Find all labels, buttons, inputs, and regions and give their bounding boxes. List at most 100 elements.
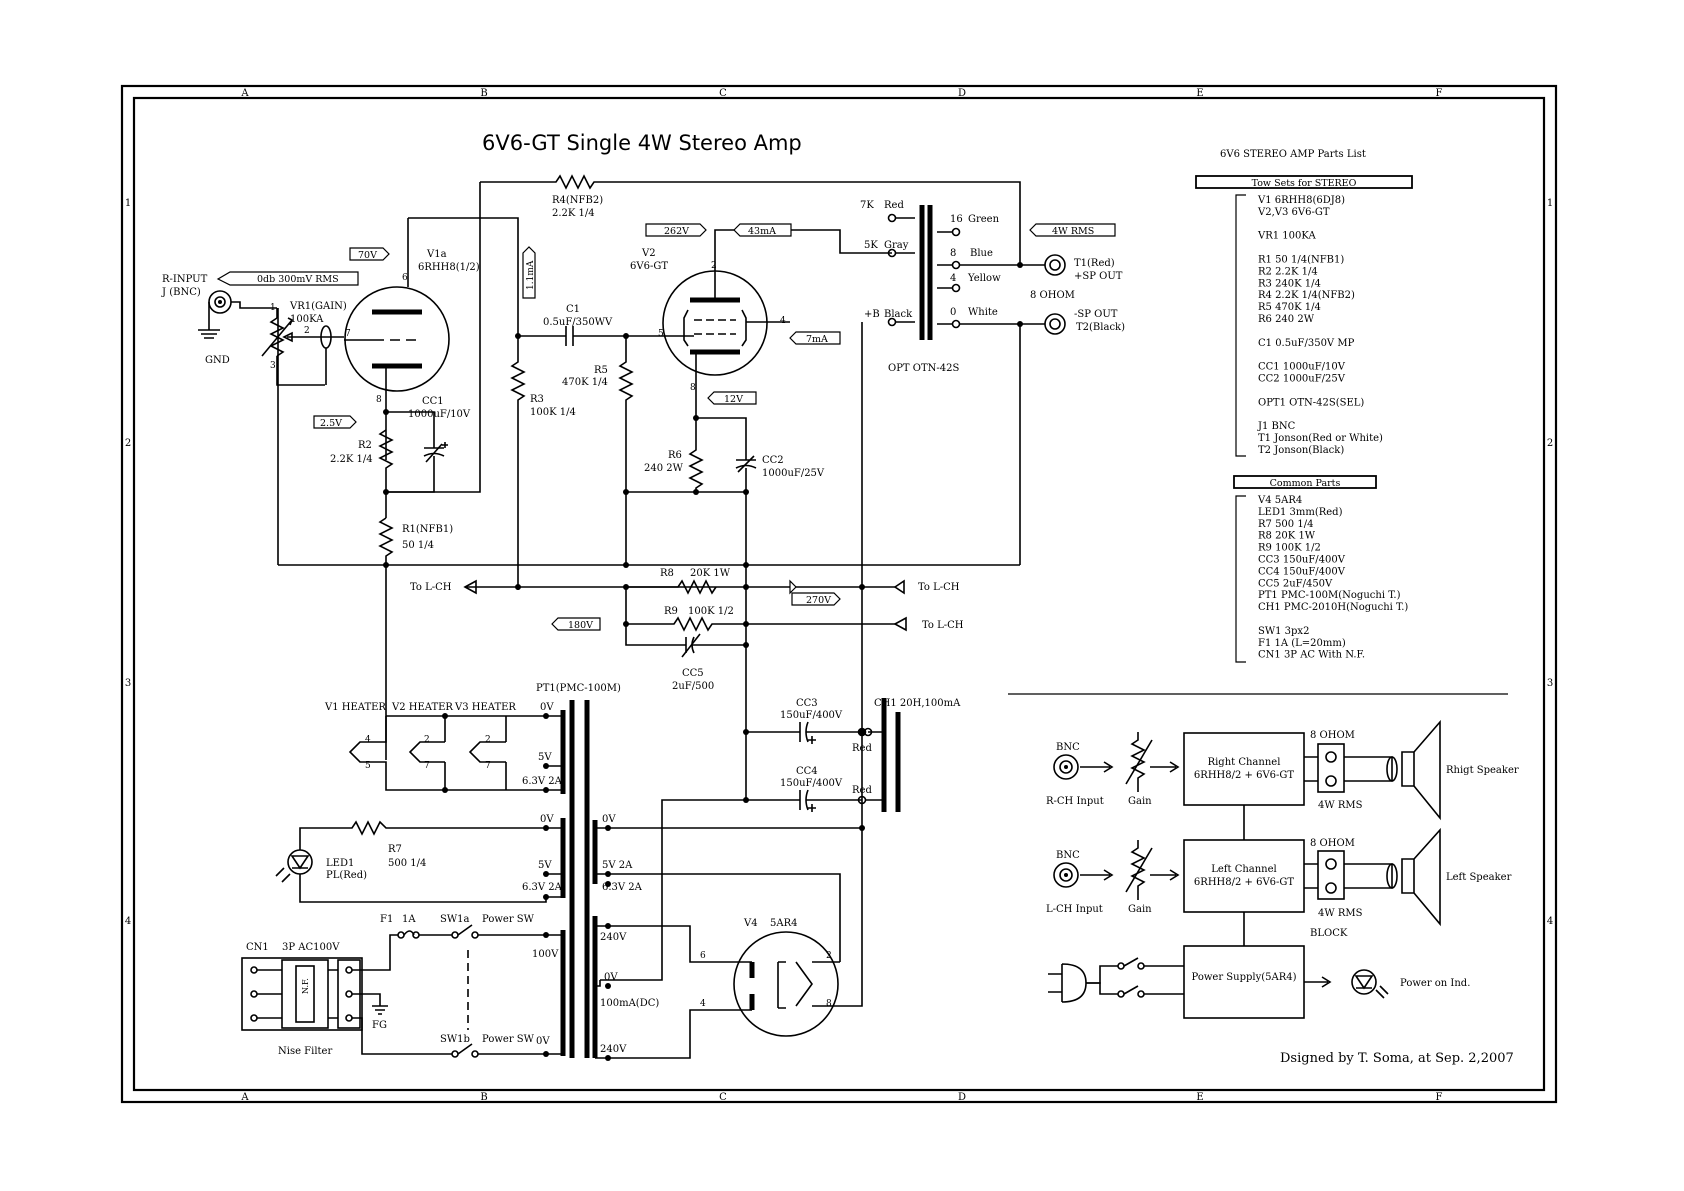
block-switch-2-terminal-left	[1117, 990, 1125, 998]
parts-list-item: SW1 3px2	[1258, 626, 1309, 637]
v4-plate-leads	[740, 961, 752, 1011]
v270-label: 270V	[806, 595, 831, 606]
junction-dot	[693, 489, 699, 495]
vr1-wiper-arrow	[282, 331, 293, 343]
ac-line-wire-bottom	[352, 1017, 452, 1055]
c1-name-label: C1	[566, 304, 580, 315]
block-left-w-label: 4W RMS	[1318, 908, 1363, 919]
block-label: BLOCK	[1310, 928, 1348, 939]
r9-resistor	[626, 616, 895, 632]
cn1-pin-2	[250, 990, 258, 998]
grid-col-e-top: E	[1196, 88, 1203, 99]
parts-list-item: CC5 2uF/450V	[1258, 578, 1333, 589]
block-right-speaker-wires	[1304, 756, 1393, 782]
parts-list-item: R3 240K 1/4	[1258, 278, 1321, 289]
block-right-channel-tubes: 6RHH8/2 + 6V6-GT	[1194, 770, 1294, 781]
block-power-led-diode	[1354, 975, 1374, 990]
cc4-capacitor	[746, 789, 862, 811]
led1-diode-symbol	[290, 855, 310, 870]
j-bnc-label: J (BNC)	[161, 287, 201, 298]
junction-dot	[859, 729, 865, 735]
led1-pl-label: PL(Red)	[326, 870, 367, 881]
cc5-name-label: CC5	[682, 668, 704, 679]
v2-heater-label: V2 HEATER	[391, 702, 453, 713]
cc1-name-label: CC1	[422, 396, 444, 407]
f1-label: F1	[380, 914, 393, 925]
v4-filament	[795, 961, 813, 1007]
v4-type-label: 5AR4	[770, 918, 797, 929]
rectifier-heater-wire-a	[595, 873, 841, 962]
common-parts-bracket	[1235, 495, 1246, 663]
block-right-channel	[1183, 732, 1305, 806]
junction-dot	[623, 621, 629, 627]
v3-heater-label: V3 HEATER	[454, 702, 516, 713]
block-right-channel-label: Right Channel	[1208, 757, 1281, 768]
v1a-name-label: V1a	[426, 249, 447, 260]
v4-pin8: 8	[826, 999, 832, 1009]
vr1-bottom-lead	[276, 356, 325, 386]
v4-pin4: 4	[700, 999, 706, 1009]
cc2-name-label: CC2	[762, 455, 784, 466]
parts-list-item: VR1 100KA	[1257, 231, 1316, 242]
parts-list-item: R6 240 2W	[1258, 314, 1315, 325]
parts-list-item: V2,V3 6V6-GT	[1257, 207, 1330, 218]
cc4-value-label: 150uF/400V	[780, 778, 843, 789]
block-bnc-l-label: BNC	[1056, 850, 1080, 861]
v1-heater-pin5: 5	[365, 761, 371, 771]
block-power-led-rays	[1375, 985, 1389, 999]
junction-dot	[859, 825, 865, 831]
opt-green-label: Green	[968, 214, 1000, 225]
grid-col-c-bottom: C	[719, 1092, 727, 1103]
block-left-speaker-wires	[1304, 863, 1393, 889]
nfb2-return-wire	[386, 182, 481, 493]
junction-dot	[515, 584, 521, 590]
nise-filter-label: Nise Filter	[278, 1046, 332, 1057]
v4-cathode	[777, 961, 786, 1009]
block-bnc-r-inner	[1059, 760, 1073, 774]
block-gain-r-arrow	[1125, 739, 1153, 785]
nf-label: N.F.	[301, 978, 310, 994]
vr1-name-label: VR1(GAIN)	[289, 301, 347, 312]
r5-value-label: 470K 1/4	[562, 377, 608, 388]
grid-col-a-bottom: A	[240, 1092, 249, 1103]
v12-label: 12V	[724, 394, 743, 405]
opt-tap-8	[951, 260, 961, 270]
terminal-dot	[605, 983, 611, 989]
ch1-label: CH1 20H,100mA	[874, 698, 961, 709]
sp-out-plus-label: +SP OUT	[1074, 271, 1123, 282]
junction-dot	[1017, 321, 1023, 327]
r1-value-label: 50 1/4	[402, 540, 434, 551]
cc1-polarity-mark	[442, 442, 448, 448]
t1-label: T1(Red)	[1074, 258, 1115, 269]
junction-dot	[623, 489, 629, 495]
opt-red-label: Red	[884, 200, 904, 211]
junction-dot	[743, 729, 749, 735]
led-winding-0v-label: 0V	[540, 814, 554, 825]
r4-resistor	[480, 174, 1021, 265]
to-lch-right-bottom-label: To L-CH	[922, 620, 964, 631]
cn1-pin-1	[250, 966, 258, 974]
r6-name-label: R6	[668, 450, 682, 461]
v4-pin2: 2	[826, 951, 832, 961]
stereo-parts-box	[1195, 175, 1413, 189]
v2-pin4: 4	[780, 316, 786, 326]
v12-tag	[707, 391, 757, 405]
grid-row-3-right: 3	[1547, 678, 1553, 689]
v1a-pin8: 8	[376, 395, 382, 405]
block-bnc-r-pin	[1064, 765, 1068, 769]
block-left-terminal	[1317, 850, 1345, 900]
sw1a-label: SW1a	[440, 914, 469, 925]
grid-col-c-top: C	[719, 88, 727, 99]
pt1-label: PT1(PMC-100M)	[536, 683, 621, 694]
t1-terminal-inner	[1049, 259, 1061, 271]
vr1-pin3: 3	[270, 361, 276, 371]
nf-out-pin-3	[345, 1014, 353, 1022]
f1-terminal-left	[397, 931, 405, 939]
gnd-symbol	[198, 329, 220, 339]
hv-240v-top-wire	[595, 925, 740, 963]
cc4-polarity-mark	[808, 804, 816, 812]
vr1-value-label: 100KA	[290, 314, 324, 325]
v1-heater	[348, 716, 546, 791]
parts-list-item: CC1 1000uF/10V	[1258, 362, 1346, 373]
